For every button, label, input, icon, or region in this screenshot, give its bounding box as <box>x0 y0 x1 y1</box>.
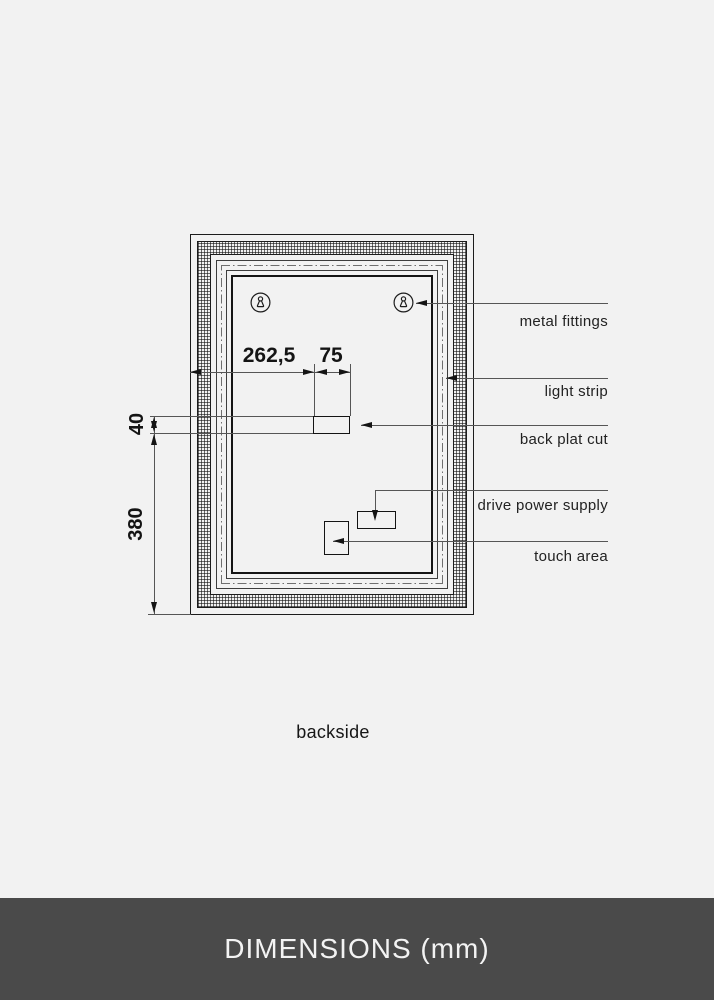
leader-drop-line-drive-power-supply <box>375 490 376 512</box>
keyhole-fitting-icon <box>393 292 414 313</box>
callout-label-touch-area: touch area <box>534 548 608 565</box>
callout-label-metal-fittings: metal fittings <box>519 313 608 330</box>
arrowhead <box>151 602 158 613</box>
frame-outer-rect <box>190 234 474 615</box>
light-strip-line-bottom <box>221 583 443 584</box>
dimension-value-75: 75 <box>319 344 343 367</box>
footer-title: DIMENSIONS (mm) <box>224 933 490 964</box>
leader-line-back-plat-cut <box>361 425 608 426</box>
keyhole-fitting-icon <box>250 292 271 313</box>
leader-line-drive-power-supply <box>375 490 608 491</box>
arrowhead <box>190 368 201 375</box>
frame-inner-line-2 <box>226 270 438 579</box>
extension-line <box>314 364 315 416</box>
extension-line <box>150 416 313 417</box>
frame-inner-thick-rect <box>231 275 433 574</box>
extension-line <box>350 364 351 416</box>
caption-backside: backside <box>296 722 370 742</box>
arrowhead <box>151 421 158 432</box>
arrowhead <box>446 374 457 381</box>
extension-line <box>150 433 313 434</box>
arrowhead <box>416 299 427 306</box>
leader-line-light-strip <box>446 378 608 379</box>
light-strip-line-right <box>442 265 443 584</box>
light-strip-line-top <box>221 265 443 266</box>
arrowhead <box>333 537 344 544</box>
dimension-value-380: 380 <box>124 507 147 541</box>
arrowhead <box>316 368 327 375</box>
leader-line-metal-fittings <box>416 303 608 304</box>
arrowhead <box>339 368 350 375</box>
leader-line-touch-area <box>333 541 608 542</box>
callout-label-back-plat-cut: back plat cut <box>519 431 608 448</box>
arrowhead <box>151 434 158 445</box>
back-plate-cutout-box <box>313 416 350 434</box>
frame-inner-line-1 <box>216 260 448 589</box>
arrowhead <box>372 510 379 521</box>
dimension-line-horizontal <box>190 372 350 373</box>
dimension-line-vertical <box>154 416 155 614</box>
arrowhead <box>361 421 372 428</box>
callout-label-light-strip: light strip <box>544 383 608 400</box>
dimension-value-40: 40 <box>125 412 148 436</box>
footer-bar: DIMENSIONS (mm) <box>0 898 714 1000</box>
light-strip-line-left <box>221 265 222 584</box>
arrowhead <box>303 368 314 375</box>
dimension-value-262-5: 262,5 <box>242 344 296 367</box>
extension-line <box>148 614 191 615</box>
callout-label-drive-power-supply: drive power supply <box>477 497 608 514</box>
